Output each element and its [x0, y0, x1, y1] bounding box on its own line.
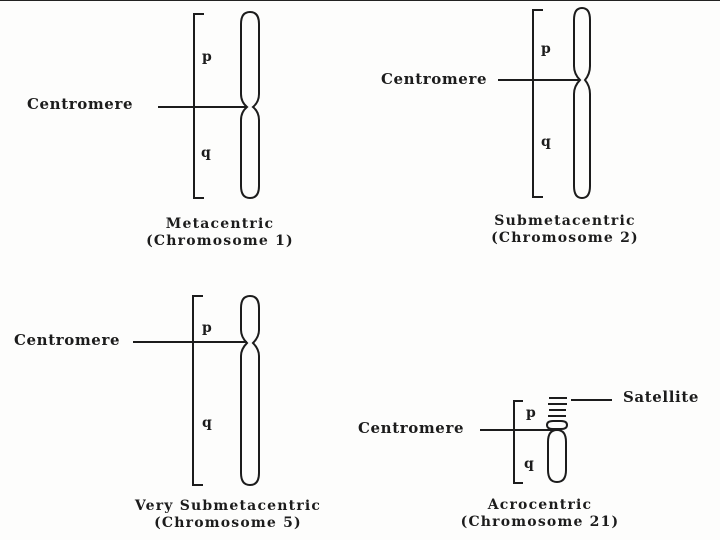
acrocentric-q-arm — [547, 428, 567, 484]
very-submetacentric-group — [133, 294, 260, 487]
p-arm-label-very-submetacentric: p — [202, 320, 213, 336]
centromere-label-very-submetacentric: Centromere — [14, 331, 121, 349]
submetacentric-title: Submetacentric — [494, 213, 636, 229]
very-submetacentric-bracket — [192, 295, 203, 486]
centromere-label-metacentric: Centromere — [27, 95, 134, 113]
p-arm-label-submetacentric: p — [541, 41, 552, 57]
acrocentric-p-arm — [545, 420, 569, 430]
acrocentric-group — [480, 397, 612, 484]
q-arm-label-acrocentric: q — [524, 456, 535, 472]
q-arm-label-metacentric: q — [201, 145, 212, 161]
very-submetacentric-chromosome — [240, 294, 260, 487]
acrocentric-title: Acrocentric — [487, 497, 593, 513]
very-submetacentric-title: Very Submetacentric — [134, 498, 322, 514]
acrocentric-caption: Acrocentric (Chromosome 21) — [440, 497, 640, 531]
submetacentric-caption: Submetacentric (Chromosome 2) — [460, 213, 670, 247]
p-arm-label-metacentric: p — [202, 49, 213, 65]
metacentric-caption: Metacentric (Chromosome 1) — [120, 216, 320, 250]
submetacentric-bracket — [532, 9, 543, 198]
centromere-label-acrocentric: Centromere — [358, 419, 465, 437]
acrocentric-bracket — [513, 400, 523, 484]
q-arm-label-very-submetacentric: q — [202, 415, 213, 431]
p-arm-label-acrocentric: p — [526, 405, 537, 421]
satellite-label: Satellite — [623, 388, 699, 406]
submetacentric-chromosome — [573, 6, 591, 200]
acrocentric-subtitle: (Chromosome 21) — [460, 514, 620, 530]
submetacentric-group — [498, 6, 591, 200]
metacentric-group — [158, 10, 260, 200]
q-arm-label-submetacentric: q — [541, 134, 552, 150]
metacentric-subtitle: (Chromosome 1) — [146, 233, 294, 249]
very-submetacentric-subtitle: (Chromosome 5) — [154, 515, 302, 531]
very-submetacentric-caption: Very Submetacentric (Chromosome 5) — [108, 498, 348, 532]
metacentric-chromosome — [240, 10, 260, 200]
centromere-label-submetacentric: Centromere — [381, 70, 488, 88]
metacentric-title: Metacentric — [165, 216, 275, 232]
top-border — [0, 0, 720, 1]
submetacentric-subtitle: (Chromosome 2) — [491, 230, 639, 246]
